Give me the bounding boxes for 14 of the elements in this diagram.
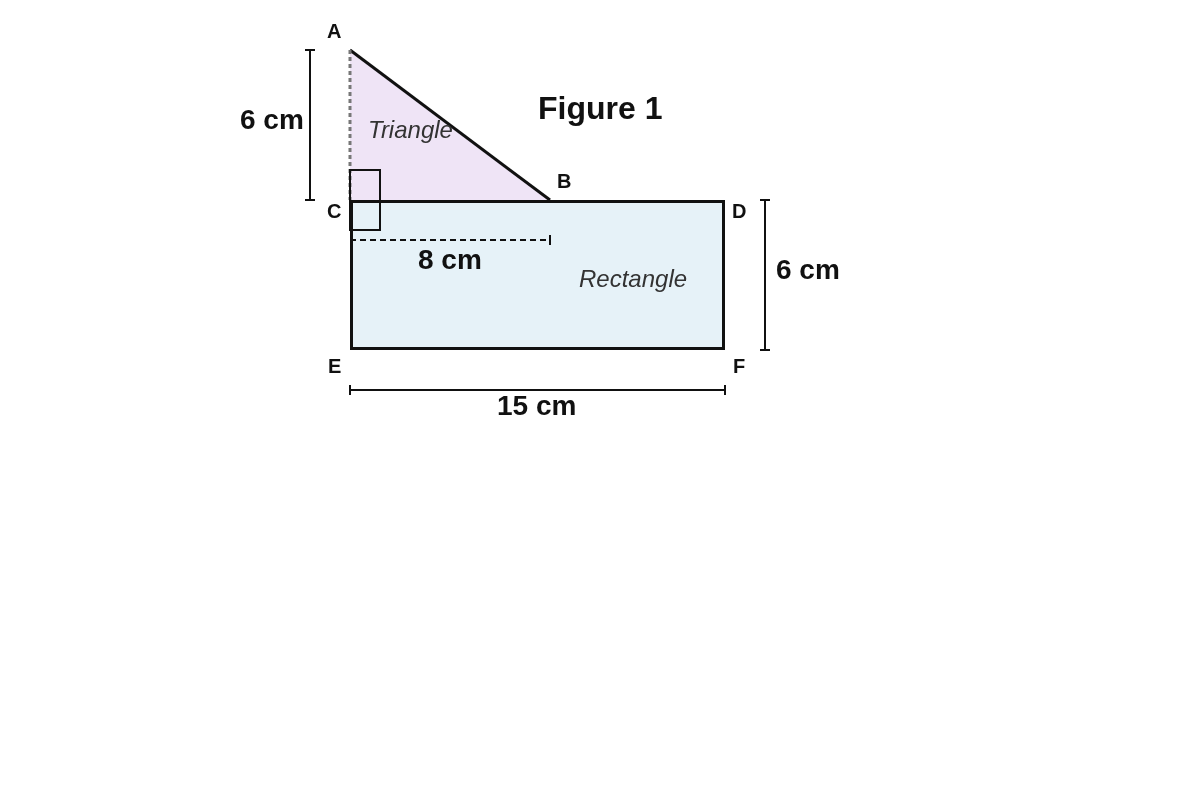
rectangle-shape bbox=[350, 200, 725, 350]
vertex-label: B bbox=[557, 170, 572, 193]
vertex-label: C bbox=[327, 200, 342, 223]
vertex-label: E bbox=[328, 355, 342, 378]
dimension-label: 6 cm bbox=[240, 104, 304, 136]
dimension-label: 8 cm bbox=[418, 244, 482, 276]
figure-title: Figure 1 bbox=[538, 90, 663, 127]
shape-label: Rectangle bbox=[579, 265, 688, 293]
vertex-label: D bbox=[732, 200, 747, 223]
vertex-label: A bbox=[327, 20, 342, 43]
dimension-label: 15 cm bbox=[497, 390, 577, 422]
shape-label: Triangle bbox=[368, 116, 453, 144]
dimension-label: 6 cm bbox=[776, 254, 840, 286]
vertex-label: F bbox=[733, 355, 746, 378]
